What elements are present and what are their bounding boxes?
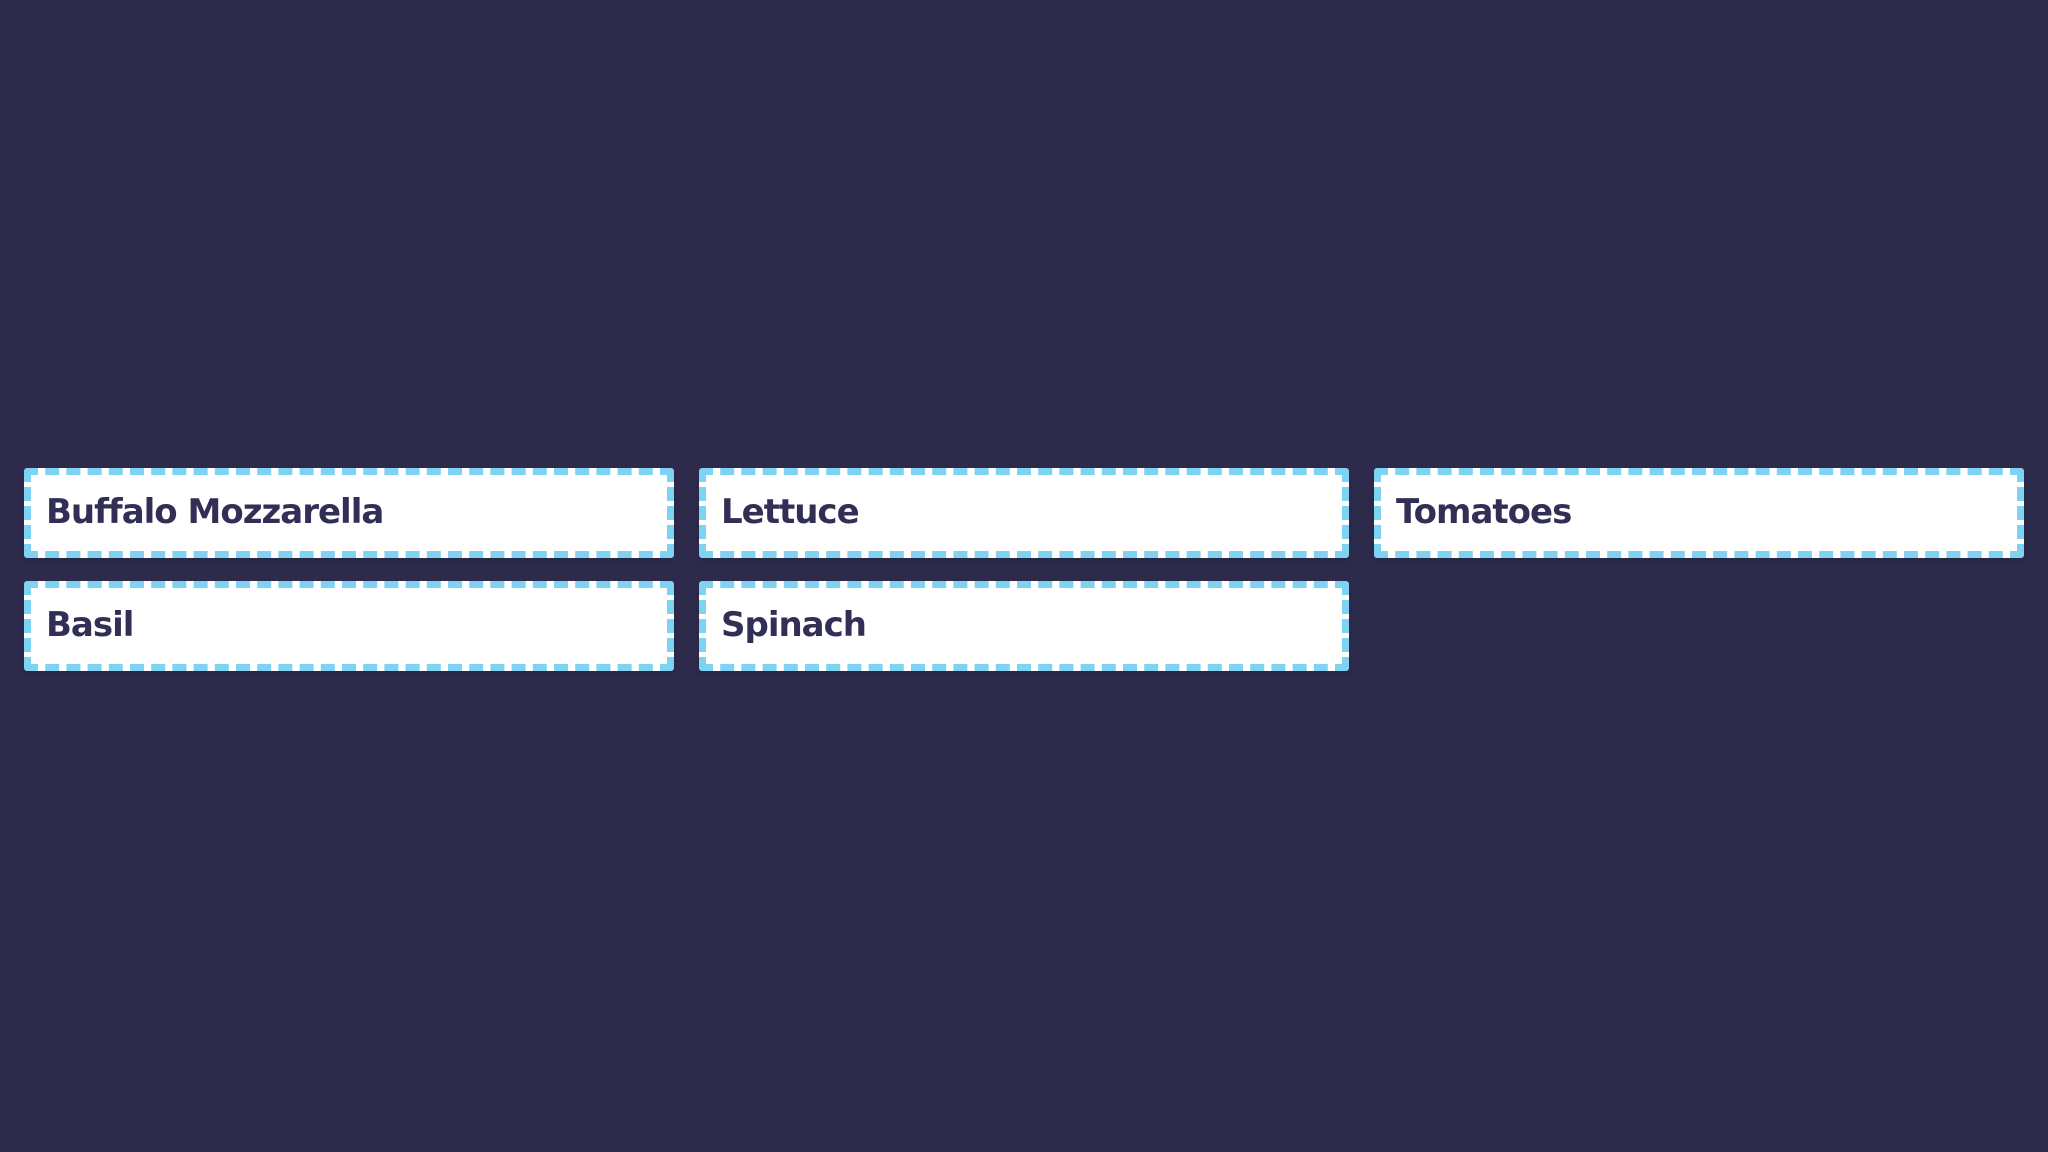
ingredient-chip-tomatoes[interactable]: Tomatoes xyxy=(1374,468,2024,558)
ingredient-chip-buffalo-mozzarella[interactable]: Buffalo Mozzarella xyxy=(24,468,674,558)
ingredient-label: Buffalo Mozzarella xyxy=(46,492,384,532)
ingredient-label: Basil xyxy=(46,605,134,645)
ingredient-chip-basil[interactable]: Basil xyxy=(24,581,674,671)
ingredient-chip-lettuce[interactable]: Lettuce xyxy=(699,468,1349,558)
ingredient-label: Lettuce xyxy=(721,492,860,532)
ingredient-label: Tomatoes xyxy=(1396,492,1572,532)
ingredient-label: Spinach xyxy=(721,605,867,645)
ingredient-grid: Buffalo Mozzarella Lettuce Tomatoes Basi… xyxy=(24,468,2024,671)
ingredient-chip-spinach[interactable]: Spinach xyxy=(699,581,1349,671)
